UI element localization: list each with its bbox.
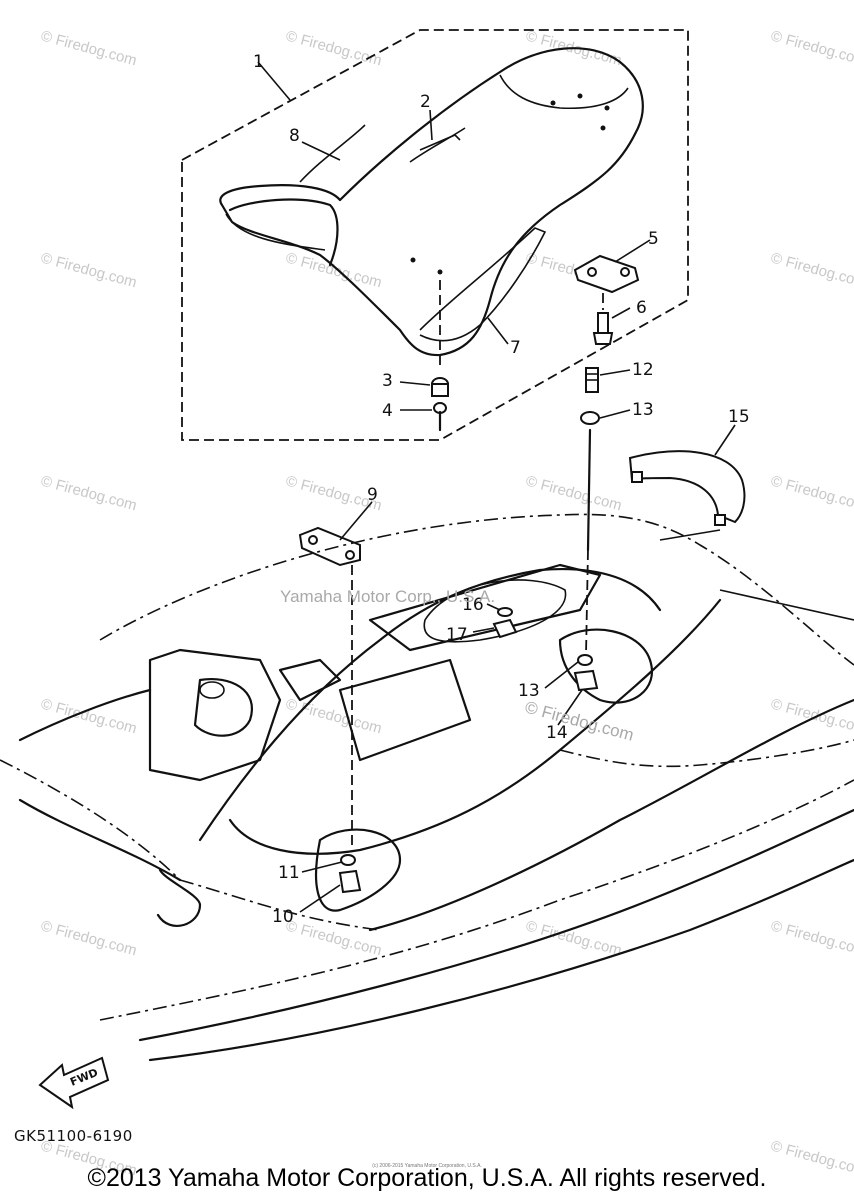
- callout-14: 14: [546, 723, 568, 743]
- spring-part-16: [497, 607, 513, 617]
- watermark: © Firedog.com: [39, 249, 139, 291]
- callout-2: 2: [420, 92, 431, 112]
- watermark: © Firedog.com: [284, 695, 384, 737]
- washer-part-13: [580, 411, 600, 425]
- seat-bracket-part-5: [573, 254, 640, 294]
- watermark: © Firedog.com: [769, 472, 854, 514]
- callout-3: 3: [382, 371, 393, 391]
- callout-10: 10: [272, 907, 294, 927]
- seat: [219, 47, 644, 357]
- pin-part-4: [433, 402, 447, 432]
- washer-part-11: [340, 854, 356, 866]
- callout-9: 9: [367, 485, 378, 505]
- callout-13-lower: 13: [518, 681, 540, 701]
- watermark: © Firedog.com: [524, 472, 624, 514]
- yamaha-watermark: Yamaha Motor Corp., U.S.A.: [280, 587, 495, 606]
- callout-16: 16: [462, 595, 484, 615]
- watermark: © Firedog.com: [524, 917, 624, 959]
- callout-6: 6: [636, 298, 647, 318]
- cover-part-15: [628, 450, 746, 526]
- callout-13: 13: [632, 400, 654, 420]
- callout-15: 15: [728, 407, 750, 427]
- callout-8: 8: [289, 126, 300, 146]
- watermark: © Firedog.com: [769, 249, 854, 291]
- nut-part-10: [338, 869, 362, 894]
- watermark: © Firedog.com: [284, 917, 384, 959]
- hull-body: [0, 513, 854, 1062]
- watermark: © Firedog.com: [769, 695, 854, 737]
- callout-7: 7: [510, 338, 521, 358]
- callout-11: 11: [278, 863, 300, 883]
- nut-part-14: [573, 669, 599, 692]
- watermark: © Firedog.com: [39, 917, 139, 959]
- callout-5: 5: [648, 229, 659, 249]
- watermark: © Firedog.com: [39, 695, 139, 737]
- washer-part-13-lower: [577, 654, 593, 666]
- tiny-copyright: (c) 2006-2015 Yamaha Motor Corporation, …: [372, 1163, 482, 1169]
- callout-1: 1: [253, 52, 264, 72]
- callout-4: 4: [382, 401, 393, 421]
- damper-part-3: [431, 377, 449, 397]
- nut-part-17: [492, 618, 518, 639]
- watermark: © Firedog.com: [769, 917, 854, 959]
- seat-assembly-outline: [181, 29, 689, 441]
- bracket-part-9: [298, 526, 361, 567]
- firedog-watermark-center: © Firedog.com: [523, 698, 636, 745]
- watermark: © Firedog.com: [769, 27, 854, 69]
- copyright-notice: ©2013 Yamaha Motor Corporation, U.S.A. A…: [87, 1164, 767, 1192]
- callout-12: 12: [632, 360, 654, 380]
- diagram-code: GK51100-6190: [14, 1127, 133, 1145]
- watermark: © Firedog.com: [39, 472, 139, 514]
- callout-17: 17: [446, 625, 468, 645]
- bolt-part-6: [592, 312, 614, 345]
- fwd-arrow-icon: FWD: [38, 1056, 110, 1110]
- watermark: © Firedog.com: [284, 27, 384, 69]
- stud-part-12: [585, 367, 599, 393]
- watermark: © Firedog.com: [39, 27, 139, 69]
